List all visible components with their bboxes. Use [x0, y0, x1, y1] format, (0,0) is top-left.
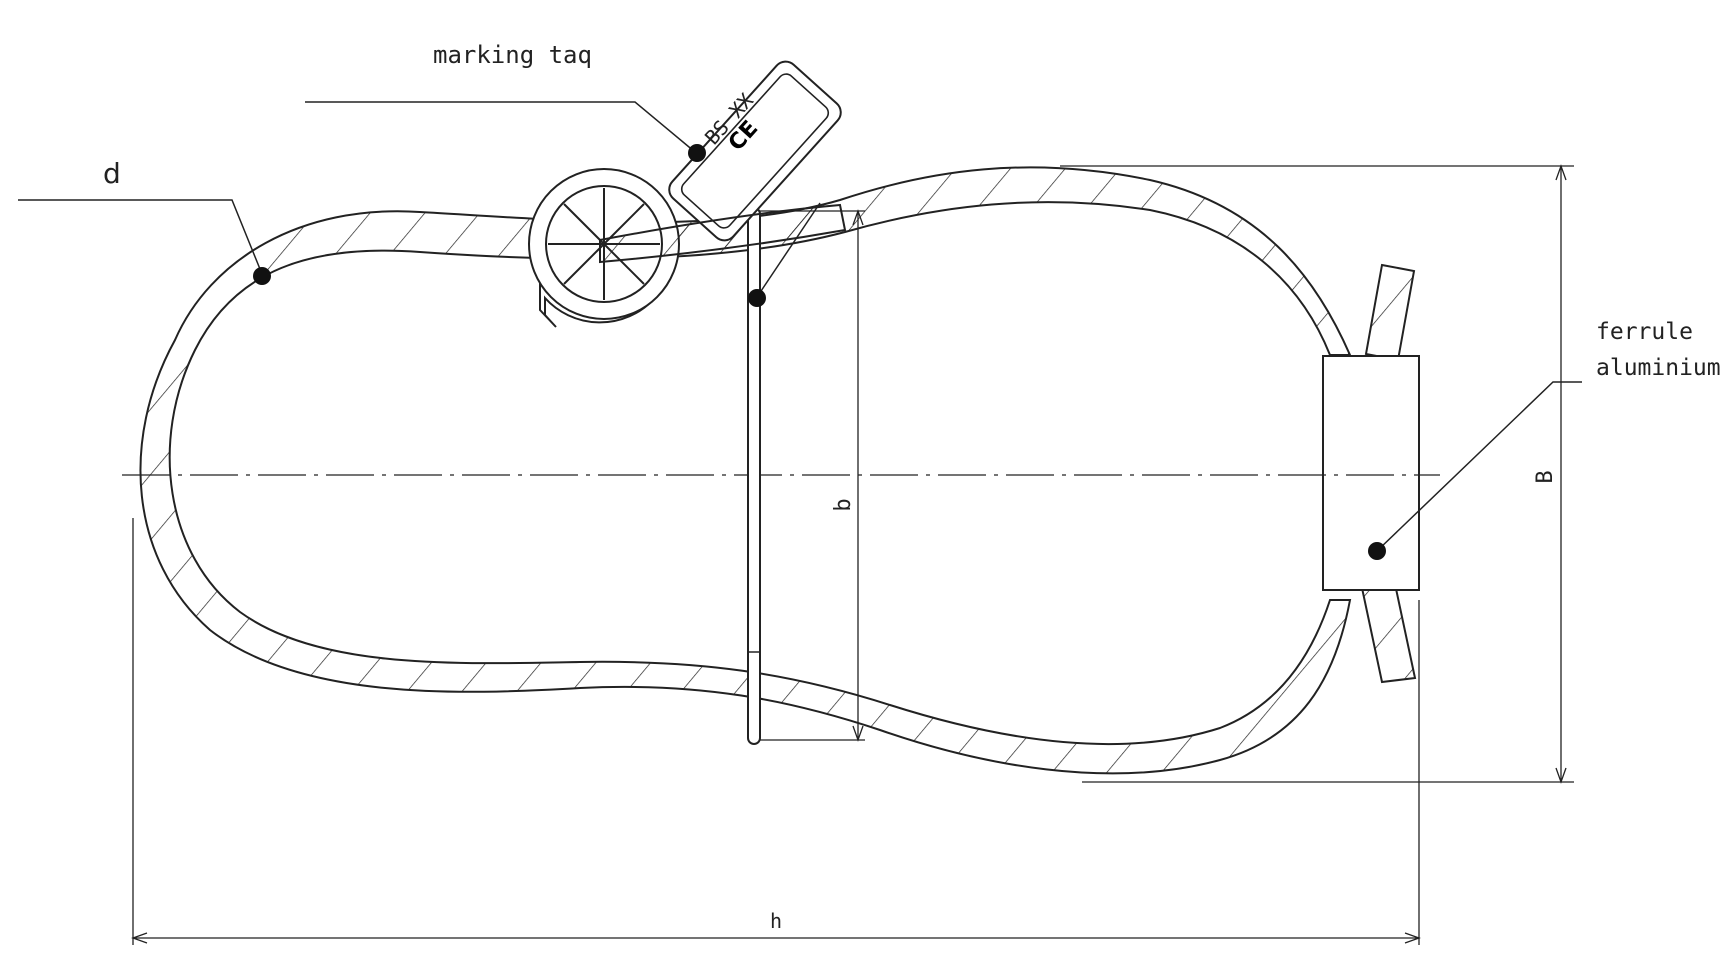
dimension-h [131, 518, 1421, 945]
clip-rod [747, 207, 761, 745]
tag-plate [668, 60, 842, 242]
dimension-b [760, 209, 865, 742]
dim-B-label: B [1533, 470, 1558, 483]
rope-tail-bottom [1360, 582, 1417, 684]
tag-plate-inner [680, 73, 830, 229]
marking-tag: BS XX CE [528, 60, 842, 328]
rope-tail-top [1364, 263, 1416, 362]
dimension-B [1060, 164, 1574, 784]
dot-d [253, 267, 271, 285]
label-d: d [103, 157, 121, 190]
dot-ferrule [1368, 542, 1386, 560]
rope-overlap [599, 203, 847, 264]
leader-ferrule [1377, 381, 1582, 551]
dim-h-label: h [770, 909, 782, 933]
leader-marking-tag [305, 101, 696, 153]
leader-clip [756, 202, 821, 298]
label-aluminium: aluminium [1596, 355, 1721, 381]
dot-clip [748, 289, 766, 307]
leader-d [18, 199, 263, 275]
dim-b-label: b [831, 498, 856, 511]
dot-marking-tag [688, 144, 706, 162]
rope-loop [139, 166, 1352, 775]
label-marking-tag: marking taq [433, 41, 592, 69]
label-ferrule: ferrule [1596, 319, 1693, 345]
